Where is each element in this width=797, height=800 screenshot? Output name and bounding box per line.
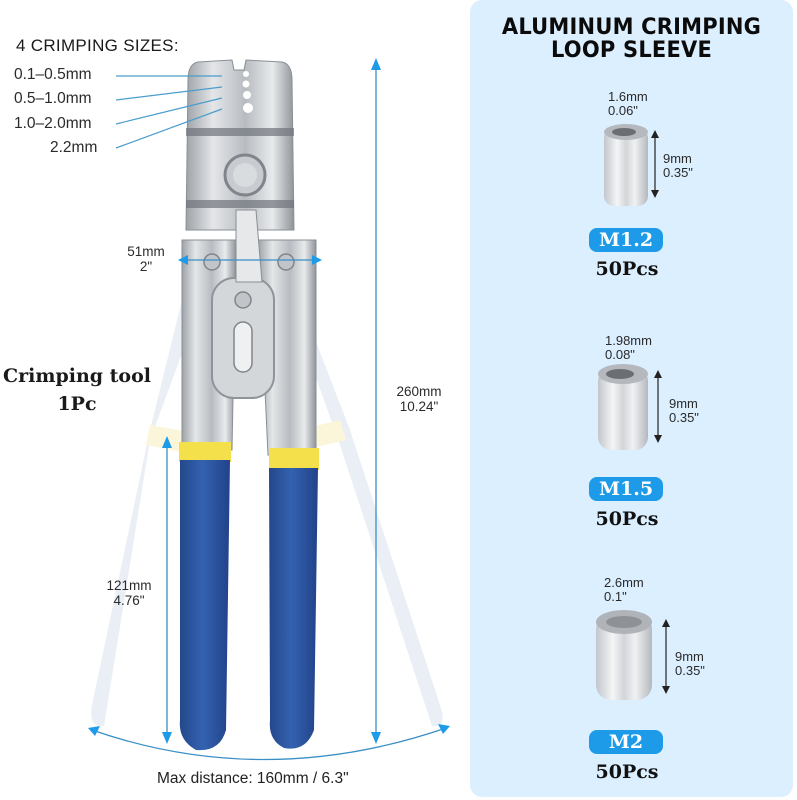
sleeve-m2-diameter: 2.6mm 0.1": [604, 576, 644, 604]
crimping-sizes-title: 4 CRIMPING SIZES:: [16, 36, 179, 55]
sleeve-m2-length: 9mm 0.35": [675, 650, 705, 678]
yellow-band-left: [179, 442, 231, 462]
sleeve-m1-2-quantity: 50Pcs: [595, 258, 659, 280]
total-length-dimension: 260mm 10.24": [384, 384, 454, 414]
sleeve-m1-5-diameter-in: 0.08": [605, 347, 635, 362]
sleeve-panel-title-line1: ALUMINUM CRIMPING: [501, 13, 762, 40]
dimension-lines: [88, 58, 450, 761]
sleeve-m2-diameter-mm: 2.6mm: [604, 575, 644, 590]
max-distance-label: Max distance: 160mm / 6.3": [157, 770, 349, 787]
sleeve-panel: [470, 0, 793, 797]
crimping-tool-illustration: [88, 58, 450, 761]
sleeve-m1-2-length: 9mm 0.35": [663, 152, 693, 180]
handle-length-inch: 4.76": [113, 593, 145, 608]
size-leader-lines: [115, 75, 223, 149]
grip-left: [179, 460, 230, 751]
sleeve-m1-5-diameter: 1.98mm 0.08": [605, 334, 652, 362]
jaw-width-dimension: 51mm 2": [118, 244, 174, 274]
sleeve-m1-5-length-in: 0.35": [669, 410, 699, 425]
jaw-width-mm: 51mm: [127, 244, 165, 259]
tool-jaw-head: [185, 59, 295, 231]
yellow-band-right: [269, 448, 319, 470]
tool-caption: Crimping tool 1Pc: [0, 362, 154, 418]
sleeve-m2-diameter-in: 0.1": [604, 589, 627, 604]
grip-right: [269, 468, 318, 749]
sleeve-m2-length-mm: 9mm: [675, 649, 704, 664]
tool-handle-frame: [181, 209, 317, 456]
size-label-4: 2.2mm: [50, 139, 98, 156]
total-length-mm: 260mm: [396, 384, 442, 399]
tool-caption-quantity: 1Pc: [57, 393, 97, 415]
sleeve-m1-2-diameter-mm: 1.6mm: [608, 89, 648, 104]
size-label-2: 0.5–1.0mm: [14, 90, 92, 107]
handle-length-mm: 121mm: [106, 578, 152, 593]
sleeve-m1-5-diameter-mm: 1.98mm: [605, 333, 652, 348]
handle-length-dimension: 121mm 4.76": [96, 578, 162, 608]
sleeve-panel-title: ALUMINUM CRIMPING LOOP SLEEVE: [470, 15, 793, 61]
sleeve-m1-5-quantity: 50Pcs: [595, 508, 659, 530]
sleeve-m1-2-length-in: 0.35": [663, 165, 693, 180]
sleeve-panel-title-line2: LOOP SLEEVE: [550, 36, 713, 63]
sleeve-m2-model-badge: M2: [589, 730, 663, 754]
size-label-1: 0.1–0.5mm: [14, 66, 92, 83]
sleeve-m1-5-length-mm: 9mm: [669, 396, 698, 411]
total-length-inch: 10.24": [399, 399, 439, 414]
sleeve-m1-2-diameter: 1.6mm 0.06": [608, 90, 648, 118]
sleeve-m1-2-diameter-in: 0.06": [608, 103, 638, 118]
sleeve-m1-2-model-badge: M1.2: [589, 228, 663, 252]
jaw-width-inch: 2": [139, 259, 153, 274]
sleeve-m1-2-length-mm: 9mm: [663, 151, 692, 166]
size-label-3: 1.0–2.0mm: [14, 115, 92, 132]
sleeve-m1-5-model-badge: M1.5: [589, 477, 663, 501]
sleeve-m2-length-in: 0.35": [675, 663, 705, 678]
tool-caption-name: Crimping tool: [2, 365, 151, 387]
sleeve-m1-5-length: 9mm 0.35": [669, 397, 699, 425]
sleeve-m2-quantity: 50Pcs: [595, 761, 659, 783]
